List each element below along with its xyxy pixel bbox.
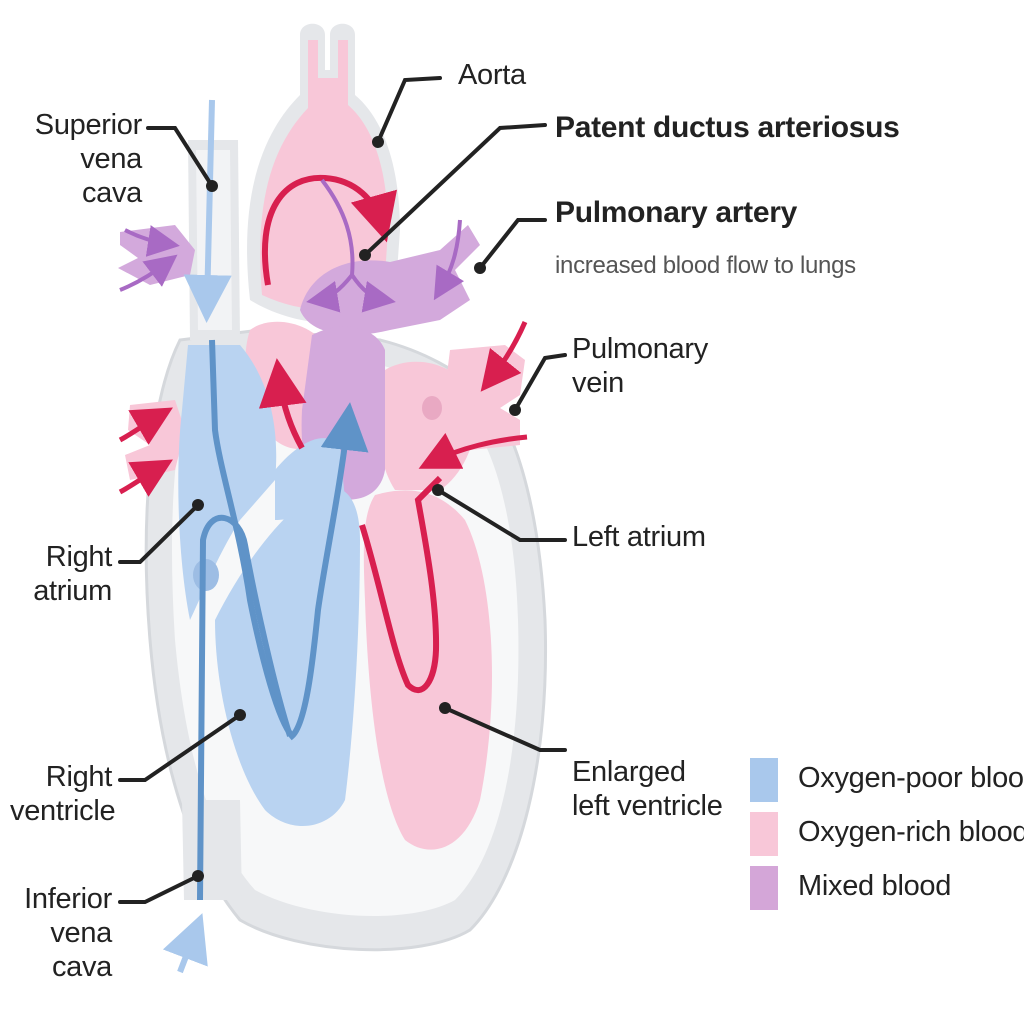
legend-swatch-oxygen-rich xyxy=(750,812,778,856)
leader-pda xyxy=(363,123,547,257)
left-ventricle-flow-arrow xyxy=(359,475,443,694)
leader-svc xyxy=(146,126,214,188)
leader-aorta xyxy=(376,76,442,144)
legend-swatch-oxygen-poor xyxy=(750,758,778,802)
leader-right-atrium xyxy=(118,503,200,564)
ductus-flow-arrow xyxy=(320,178,355,276)
ivc-flow-arrow xyxy=(162,913,208,974)
leader-left-atrium xyxy=(436,488,567,542)
svc-flow-arrow xyxy=(183,99,232,323)
pulmonary-artery-vessel xyxy=(300,225,480,335)
pulmonary-vein-flow-arrow xyxy=(480,321,528,392)
leader-ivc xyxy=(118,874,200,904)
left-atrium-label: Left atrium xyxy=(572,521,706,553)
inferior-vena-cava-vessel xyxy=(182,800,242,900)
aorta-flow-arrow xyxy=(261,174,398,286)
aorta-label: Aorta xyxy=(458,59,526,91)
leader-enlarged-lv xyxy=(443,706,567,752)
legend-swatch-mixed xyxy=(750,866,778,910)
leader-lines xyxy=(118,76,567,904)
leader-pulmonary-vein xyxy=(513,353,567,412)
legend-label-oxygen-poor: Oxygen-poor blood xyxy=(798,762,1024,794)
legend-item-oxygen-rich: Oxygen-rich blood xyxy=(750,812,1024,856)
left-outflow-arrow xyxy=(258,358,307,450)
legend-item-mixed: Mixed blood xyxy=(750,866,1024,910)
legend-item-oxygen-poor: Oxygen-poor blood xyxy=(750,758,1024,802)
leader-pulmonary-artery xyxy=(478,218,547,270)
left-ventricle-chamber xyxy=(363,490,492,850)
pda-label: Patent ductus arteriosus xyxy=(555,111,900,144)
leader-right-ventricle xyxy=(118,713,242,782)
legend-label-mixed: Mixed blood xyxy=(798,870,952,902)
pulmonary-artery-label: Pulmonary artery xyxy=(555,196,797,229)
legend-label-oxygen-rich: Oxygen-rich blood xyxy=(798,816,1024,848)
pulmonary-artery-note: increased blood flow to lungs xyxy=(555,252,856,279)
